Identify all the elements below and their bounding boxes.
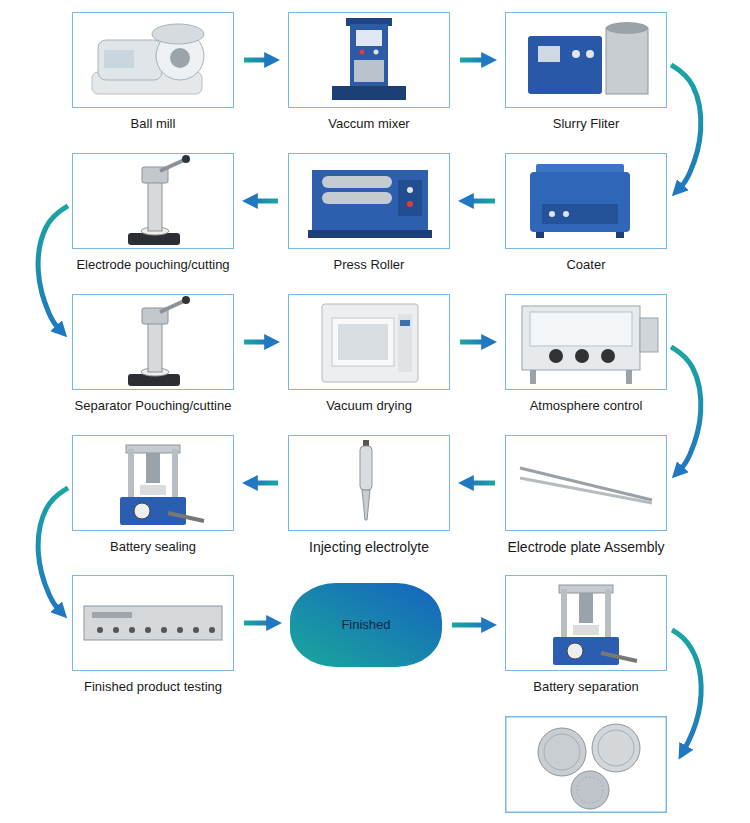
step-label: Separator Pouching/cuttine — [75, 398, 232, 414]
flow-arrow — [38, 488, 68, 610]
step-label: Ball mill — [131, 116, 176, 132]
flow-arrow — [671, 65, 701, 188]
tweezers-picture — [520, 468, 652, 503]
flow-arrow — [460, 340, 486, 345]
flow-arrow — [244, 340, 269, 345]
separator-punch-picture — [128, 296, 190, 386]
step-label: Atmosphere control — [530, 398, 643, 414]
process-box: Injecting electrolyte — [288, 435, 450, 531]
glove-box-picture — [522, 306, 658, 384]
step-label: Battery sealing — [110, 539, 196, 555]
flow-arrow — [253, 199, 278, 204]
step-label: Battery separation — [533, 679, 639, 695]
process-box: Finished product testing — [72, 575, 234, 671]
process-box: Electrode plate Assembly — [505, 435, 667, 531]
step-label: Vacuum drying — [326, 398, 412, 414]
step-label: Vaccum mixer — [328, 116, 409, 132]
step-label: Electrode pouching/cutting — [76, 257, 229, 273]
step-label: Injecting electrolyte — [309, 539, 429, 556]
process-box: Battery separation — [505, 575, 667, 671]
step-label: Finished product testing — [84, 679, 222, 695]
process-box: Electrode pouching/cutting — [72, 153, 234, 249]
process-box: Press Roller — [288, 153, 450, 249]
step-label: Slurry Fliter — [553, 116, 619, 132]
terminal-label: Finished — [341, 617, 390, 633]
press-roller-picture — [308, 170, 432, 238]
ball-mill-picture — [92, 24, 204, 94]
coin-cells-box — [506, 717, 667, 813]
flow-arrow — [469, 199, 495, 204]
process-box: Atmosphere control — [505, 294, 667, 390]
step-label: Electrode plate Assembly — [507, 539, 664, 556]
pipette-picture — [360, 440, 372, 520]
step-label: Coater — [566, 257, 605, 273]
flow-arrow — [244, 58, 269, 63]
flow-arrow — [671, 347, 701, 470]
separator-crimper-picture — [553, 585, 637, 665]
flow-arrow — [469, 481, 495, 486]
crimper-picture — [120, 445, 204, 525]
process-box: Slurry Fliter — [505, 12, 667, 108]
process-box: Coater — [505, 153, 667, 249]
process-box: Separator Pouching/cuttine — [72, 294, 234, 390]
flow-arrow — [452, 623, 486, 628]
process-box: Ball mill — [72, 12, 234, 108]
flow-arrow — [672, 630, 701, 750]
process-box: Vaccum mixer — [288, 12, 450, 108]
slurry-filter-picture — [528, 22, 648, 94]
battery-tester-picture — [84, 606, 222, 640]
process-box: Battery sealing — [72, 435, 234, 531]
vacuum-oven-picture — [322, 304, 418, 382]
process-box: Vacuum drying — [288, 294, 450, 390]
flow-arrow — [244, 621, 271, 626]
vacuum-mixer-picture — [332, 18, 406, 100]
flow-arrow — [460, 58, 486, 63]
terminal-oval: Finished — [290, 583, 442, 667]
flow-arrow — [253, 481, 278, 486]
electrode-punch-picture — [128, 155, 190, 245]
coater-picture — [530, 164, 630, 238]
flow-arrow — [38, 206, 68, 329]
step-label: Press Roller — [334, 257, 405, 273]
